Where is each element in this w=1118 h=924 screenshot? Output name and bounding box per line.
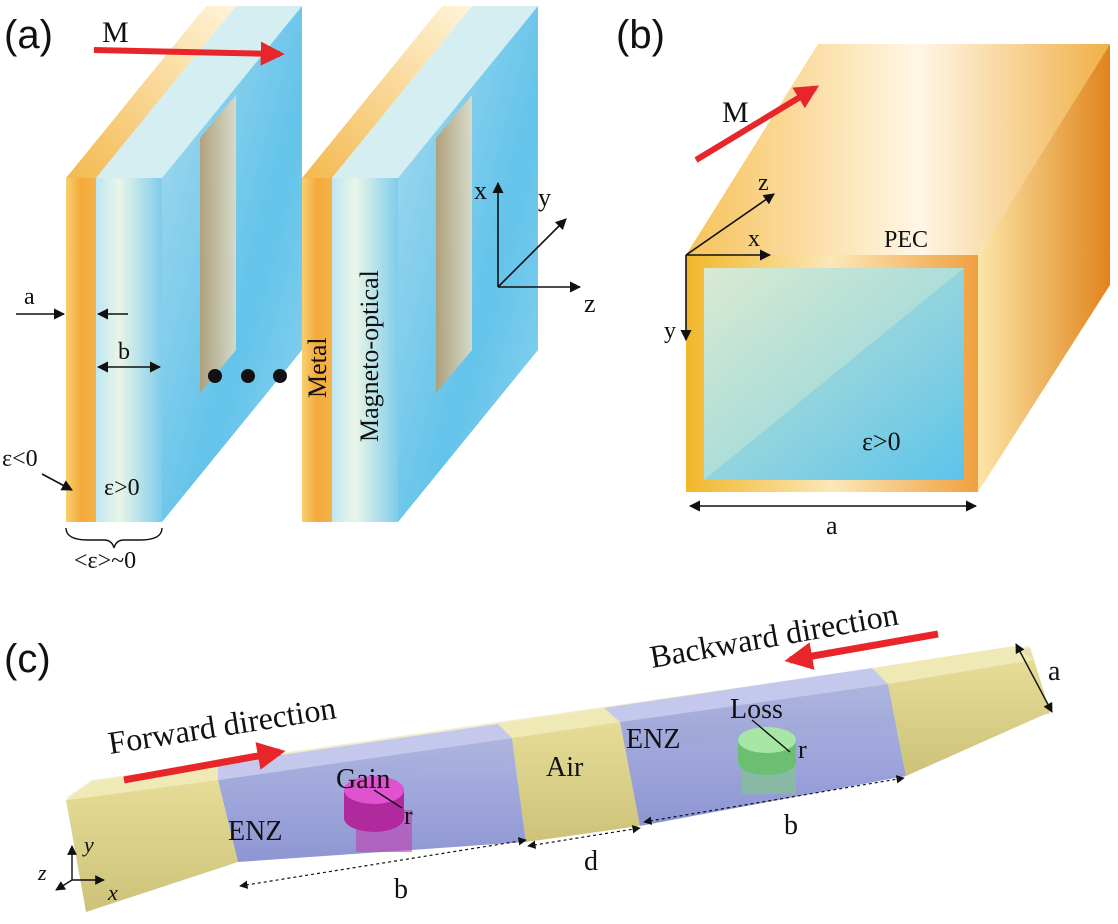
axis-y-label-a: y <box>538 183 551 212</box>
enz-right-label: ENZ <box>626 724 680 755</box>
axis-x-label-b: x <box>748 226 760 252</box>
magneto-optical-layer-label: Magneto-optical <box>355 270 384 442</box>
loss-label: Loss <box>730 694 783 725</box>
dielectric-layer-2 <box>332 178 398 522</box>
ellipsis-dot <box>273 369 287 383</box>
dim-b-label: b <box>118 339 130 365</box>
eps-negative-pointer <box>41 473 73 491</box>
magnetization-label-b: M <box>722 96 749 129</box>
dim-b-left-arrow <box>239 837 527 889</box>
dim-a-arrow-c <box>1015 643 1053 713</box>
slab-stack-2 <box>302 6 538 522</box>
slab-inner-face-1 <box>200 95 236 393</box>
end-block-left <box>66 780 238 912</box>
axis-y-label-c: y <box>82 832 94 857</box>
eps-average-label: <ε>~0 <box>74 548 136 574</box>
panel-c-label: (c) <box>4 637 51 681</box>
air-block <box>512 722 640 842</box>
waveguide-side-face <box>978 44 1110 492</box>
air-block-top <box>498 708 620 738</box>
waveguide-interior-shade <box>704 268 964 480</box>
dim-a-label: a <box>24 284 35 310</box>
diel-top-face-1 <box>96 6 302 178</box>
eps-positive-label-b: ε>0 <box>862 427 901 456</box>
dim-b-left-label: b <box>394 874 408 905</box>
loss-radius-label: r <box>798 735 807 764</box>
magnetization-label-a: M <box>102 16 129 49</box>
loss-cylinder <box>738 719 796 794</box>
end-block-right <box>888 660 1050 776</box>
metal-top-face-2 <box>302 6 472 178</box>
axis-z-label-b: z <box>758 170 769 196</box>
ellipsis-dot <box>208 369 222 383</box>
axis-z-c <box>55 879 73 891</box>
axis-z-label-c: z <box>37 860 47 885</box>
axes-c: y x z <box>37 832 118 905</box>
backward-direction-label: Backward direction <box>647 596 901 675</box>
metal-layer-1 <box>66 178 96 522</box>
backward-direction-arrow <box>784 630 939 670</box>
end-block-right-top <box>872 646 1034 684</box>
panel-a: (a) M a b <box>2 6 596 574</box>
enz-left-label: ENZ <box>228 816 282 847</box>
axis-y-a <box>497 218 567 288</box>
gain-radius-line <box>373 789 403 809</box>
eps-negative-label: ε<0 <box>2 446 38 472</box>
waveguide-interior <box>704 268 964 480</box>
axis-z-label-a: z <box>584 289 596 318</box>
panel-a-label: (a) <box>4 13 53 57</box>
dim-a-label-c: a <box>1048 656 1061 687</box>
enz-block-left-top <box>218 724 512 780</box>
pec-label: PEC <box>884 227 928 253</box>
diel-top-face-2 <box>332 6 538 178</box>
slab-stack-1 <box>66 6 302 522</box>
ellipsis-dot <box>241 369 255 383</box>
dim-a-label-b: a <box>826 511 838 540</box>
axis-x-label-c: x <box>107 880 118 905</box>
magnetization-arrow-b <box>694 85 820 163</box>
metal-top-face-1 <box>66 6 236 178</box>
axis-y-label-b: y <box>664 318 676 344</box>
eps-positive-label: ε>0 <box>104 475 140 501</box>
waveguide-top-face <box>686 44 1110 255</box>
metal-layer-label: Metal <box>303 337 332 398</box>
dim-b-right-arrow <box>643 775 905 825</box>
enz-block-right-top <box>604 668 888 722</box>
metal-layer-2 <box>302 178 332 522</box>
forward-direction-arrow <box>123 742 286 784</box>
magnetization-arrow-a <box>93 41 285 66</box>
dielectric-layer-1 <box>96 178 162 522</box>
axes-a: x y z <box>474 176 596 318</box>
axes-b: z x y <box>664 170 775 344</box>
axis-z-b <box>685 193 775 256</box>
panel-c: (c) EN <box>4 596 1061 912</box>
slab-inner-face-2 <box>436 95 472 393</box>
dim-d-label: d <box>584 846 598 877</box>
loss-radius-line <box>751 719 791 753</box>
panel-b-label: (b) <box>616 13 665 57</box>
dim-d-arrow <box>527 825 641 849</box>
loss-cylinder-top <box>738 727 796 753</box>
gain-radius-label: r <box>404 801 413 830</box>
panel-b: (b) M z x y PEC ε>0 a <box>616 13 1110 540</box>
gain-label: Gain <box>336 764 390 795</box>
dim-b-right-label: b <box>784 810 798 841</box>
axis-x-label-a: x <box>474 176 487 205</box>
air-label: Air <box>546 752 584 783</box>
average-brace <box>65 527 163 549</box>
